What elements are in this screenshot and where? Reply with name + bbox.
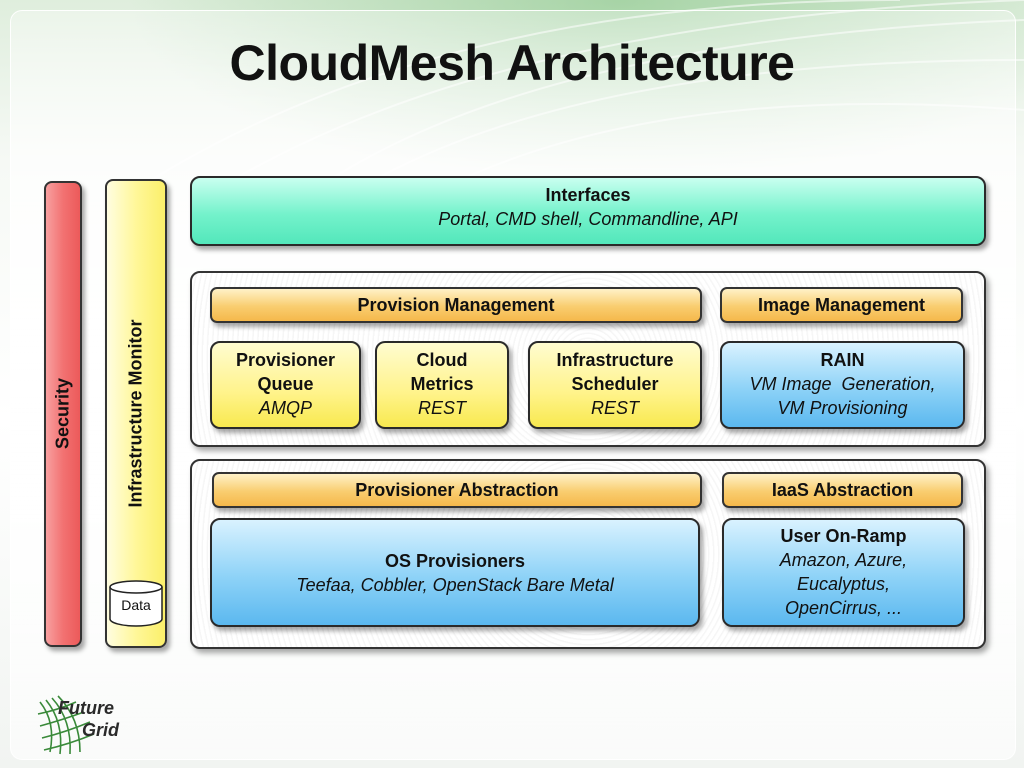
provisioner-queue-detail: AMQP bbox=[258, 398, 312, 418]
slide-title: CloudMesh Architecture bbox=[229, 35, 795, 91]
provisioner-queue-line1: Provisioner bbox=[235, 350, 336, 370]
cloud-metrics-box: Cloud Metrics REST bbox=[375, 341, 509, 429]
infrastructure-scheduler-line1: Infrastructure bbox=[556, 350, 674, 370]
user-on-ramp-detail-2: Eucalyptus, bbox=[796, 574, 891, 594]
logo-future-text: Future bbox=[58, 698, 114, 718]
security-bar bbox=[44, 181, 82, 647]
infrastructure-scheduler-box: Infrastructure Scheduler REST bbox=[528, 341, 702, 429]
data-cylinder bbox=[109, 580, 163, 627]
rain-title: RAIN bbox=[820, 350, 865, 370]
rain-box: RAIN VM Image Generation, VM Provisionin… bbox=[720, 341, 965, 429]
provisioner-queue-line2: Queue bbox=[257, 374, 314, 394]
infrastructure-scheduler-line2: Scheduler bbox=[571, 374, 659, 394]
rain-detail-1: VM Image Generation, bbox=[749, 374, 936, 394]
infrastructure-scheduler-detail: REST bbox=[590, 398, 639, 418]
provision-management-bar: Provision Management bbox=[210, 287, 702, 323]
user-on-ramp-box: User On-Ramp Amazon, Azure, Eucalyptus, … bbox=[722, 518, 965, 627]
cloud-metrics-detail: REST bbox=[417, 398, 466, 418]
interfaces-subtitle: Portal, CMD shell, Commandline, API bbox=[438, 209, 738, 229]
provisioner-abstraction-bar: Provisioner Abstraction bbox=[212, 472, 702, 508]
os-provisioners-title: OS Provisioners bbox=[384, 550, 526, 571]
user-on-ramp-detail-1: Amazon, Azure, bbox=[779, 550, 908, 570]
user-on-ramp-detail-3: OpenCirrus, ... bbox=[784, 598, 903, 618]
os-provisioners-detail: Teefaa, Cobbler, OpenStack Bare Metal bbox=[296, 574, 614, 595]
grid-mesh-icon bbox=[37, 695, 95, 755]
os-provisioners-box: OS Provisioners Teefaa, Cobbler, OpenSta… bbox=[210, 518, 700, 627]
data-label: Data bbox=[121, 597, 151, 613]
interfaces-box: Interfaces Portal, CMD shell, Commandlin… bbox=[190, 176, 986, 246]
image-management-bar: Image Management bbox=[720, 287, 963, 323]
cloud-metrics-line2: Metrics bbox=[410, 374, 474, 394]
user-on-ramp-title: User On-Ramp bbox=[780, 526, 907, 546]
iaas-abstraction-bar: IaaS Abstraction bbox=[722, 472, 963, 508]
futuregrid-logo: Future Grid bbox=[30, 690, 140, 760]
infrastructure-monitor-label: Infrastructure Monitor bbox=[125, 319, 146, 508]
logo-grid-text: Grid bbox=[82, 720, 120, 740]
infrastructure-monitor-bar bbox=[105, 179, 167, 648]
cloud-metrics-line1: Cloud bbox=[416, 350, 468, 370]
provisioner-queue-box: Provisioner Queue AMQP bbox=[210, 341, 361, 429]
security-label: Security bbox=[52, 377, 73, 450]
rain-detail-2: VM Provisioning bbox=[777, 398, 908, 418]
interfaces-title: Interfaces bbox=[545, 185, 631, 205]
